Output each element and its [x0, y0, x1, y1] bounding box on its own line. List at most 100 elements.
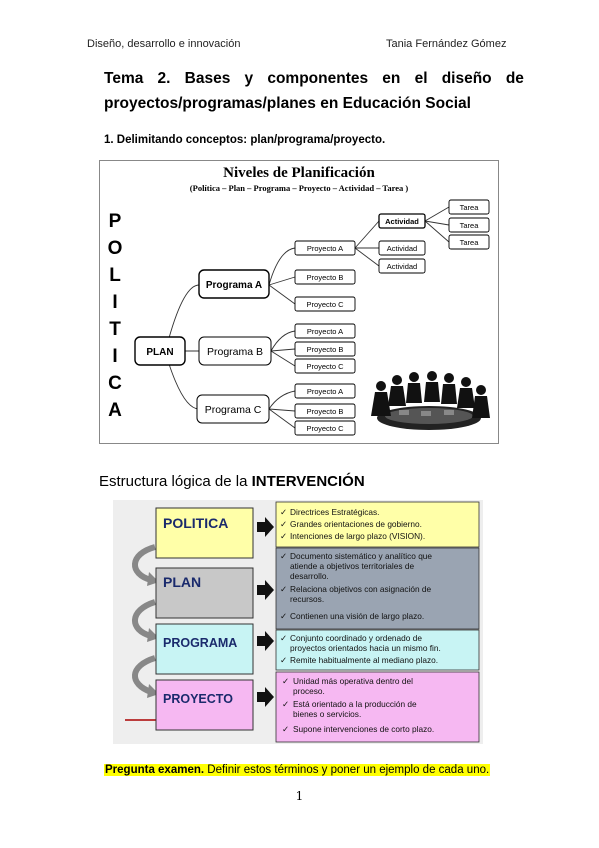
figure2-title-prefix: Estructura lógica de la — [99, 473, 252, 490]
section-heading: 1. Delimitando conceptos: plan/programa/… — [104, 134, 386, 146]
project-node — [294, 403, 356, 419]
desc-box-plan — [275, 547, 480, 630]
project-a-node — [294, 240, 356, 256]
check-icon: ✓ — [280, 633, 287, 643]
bullet-text: Relaciona objetivos con asignación de re… — [290, 584, 433, 604]
program-b-label: Programa B — [207, 346, 263, 358]
check-icon: ✓ — [280, 611, 287, 621]
project-node — [294, 323, 356, 339]
side-letter: O — [108, 238, 123, 259]
figure1-title: Niveles de Planificación — [223, 165, 375, 181]
project-label: Proyecto B — [307, 407, 344, 416]
program-a-label: Programa A — [206, 280, 262, 291]
bullet-text: Conjunto coordinado y ordenado de proyec… — [290, 633, 441, 653]
side-letter: T — [109, 319, 121, 340]
figure2-title-bold: INTERVENCIÓN — [252, 472, 365, 490]
header-right: Tania Fernández Gómez — [386, 38, 507, 50]
program-c-label: Programa C — [205, 404, 262, 416]
level-label: POLITICA — [163, 515, 228, 531]
check-icon: ✓ — [280, 584, 287, 594]
title-word: Bases — [184, 70, 231, 87]
project-node — [294, 358, 356, 374]
task-label: Tarea — [460, 238, 480, 247]
side-letter: C — [108, 373, 122, 394]
desc-box-programa — [275, 629, 480, 671]
activity-node — [378, 213, 426, 229]
check-icon: ✓ — [280, 507, 287, 517]
level-box-plan — [155, 567, 254, 619]
exam-question-note: Pregunta examen. Definir estos términos … — [104, 764, 491, 776]
exam-question-text: Definir estos términos y poner un ejempl… — [204, 764, 490, 776]
activity-label: Actividad — [385, 217, 419, 226]
project-label: Proyecto C — [306, 362, 344, 371]
task-node — [448, 217, 490, 233]
title-word: en — [382, 70, 401, 87]
plan-label: PLAN — [146, 347, 173, 358]
task-label: Tarea — [460, 203, 480, 212]
project-label: Proyecto A — [307, 244, 343, 253]
project-label: Proyecto C — [306, 424, 344, 433]
task-node — [448, 199, 490, 215]
activity-node — [378, 240, 426, 256]
title-line-2: proyectos/programas/planes en Educación … — [104, 95, 471, 112]
check-icon: ✓ — [282, 676, 289, 686]
check-icon: ✓ — [280, 531, 287, 541]
title-word: Tema — [104, 70, 144, 87]
title-line-1: Tema 2. Bases y componentes en el diseño… — [104, 66, 524, 91]
planning-levels-figure: Niveles de Planificación (Política – Pla… — [99, 160, 499, 444]
figure2-title: Estructura lógica de la INTERVENCIÓN — [99, 472, 365, 490]
project-label: Proyecto A — [307, 387, 343, 396]
task-node — [448, 234, 490, 250]
level-box-programa — [155, 623, 254, 675]
project-node — [294, 341, 356, 357]
level-label: PLAN — [163, 574, 201, 590]
side-letter: I — [112, 346, 117, 367]
exam-question-label: Pregunta examen. — [105, 764, 205, 776]
bullet-text: Directrices Estratégicas. — [290, 507, 379, 517]
title-word: de — [505, 70, 524, 87]
project-node — [294, 269, 356, 285]
intervention-structure-figure: Estructura lógica de la INTERVENCIÓN POL… — [99, 472, 483, 744]
tree-connectors — [168, 206, 450, 429]
bullet-text: Está orientado a la producción de bienes… — [293, 699, 419, 719]
title-word: diseño — [441, 70, 492, 87]
bullet-text: Supone intervenciones de corto plazo. — [293, 724, 434, 734]
check-icon: ✓ — [282, 724, 289, 734]
project-label: Proyecto C — [306, 300, 344, 309]
bullet-text: Grandes orientaciones de gobierno. — [290, 519, 422, 529]
desc-box-proyecto — [275, 671, 480, 743]
bullet-text: Intenciones de largo plazo (VISION). — [290, 531, 425, 541]
meeting-illustration — [367, 371, 491, 436]
side-letter: A — [108, 400, 122, 421]
bullet-text: Contienen una visión de largo plazo. — [290, 611, 424, 621]
task-label: Tarea — [460, 221, 480, 230]
check-icon: ✓ — [280, 551, 287, 561]
black-arrows — [257, 517, 274, 707]
level-box-proyecto — [155, 679, 254, 731]
bullet-text: Documento sistemático y analítico que at… — [290, 551, 434, 581]
project-node — [294, 420, 356, 436]
side-letter: I — [112, 292, 117, 313]
side-letter: P — [109, 211, 122, 232]
level-label: PROGRAMA — [163, 636, 237, 650]
program-a-node — [198, 269, 270, 299]
project-node — [294, 383, 356, 399]
desc-box-politica — [275, 501, 480, 548]
activity-node — [378, 258, 426, 274]
check-icon: ✓ — [282, 699, 289, 709]
check-icon: ✓ — [280, 519, 287, 529]
project-node — [294, 296, 356, 312]
project-label: Proyecto B — [307, 345, 344, 354]
title-word: el — [414, 70, 428, 87]
page-number: 1 — [295, 789, 304, 803]
title-word: y — [244, 70, 254, 87]
side-letter: L — [109, 265, 121, 286]
activity-label: Actividad — [387, 262, 417, 271]
program-c-node — [196, 394, 270, 424]
project-label: Proyecto B — [307, 273, 344, 282]
project-label: Proyecto A — [307, 327, 343, 336]
figure1-subtitle: (Política – Plan – Programa – Proyecto –… — [190, 183, 409, 193]
header-left: Diseño, desarrollo e innovación — [87, 38, 241, 50]
politica-letters: P O L I T I C A — [108, 211, 123, 421]
activity-label: Actividad — [387, 244, 417, 253]
